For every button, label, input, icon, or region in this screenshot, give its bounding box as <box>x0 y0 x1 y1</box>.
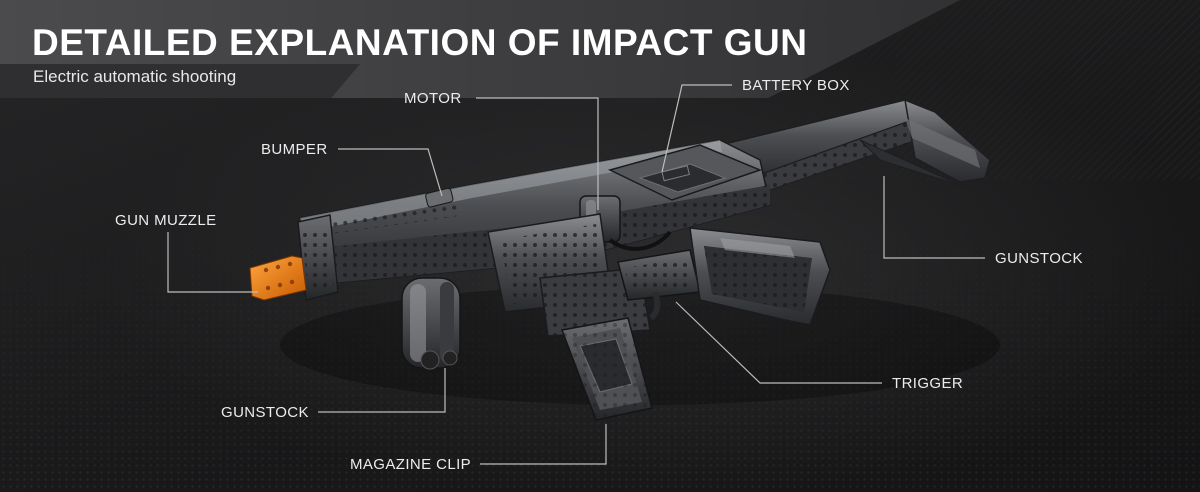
grip-part <box>689 227 831 326</box>
leader-trigger <box>675 301 882 384</box>
leader-gunstock-front <box>318 368 446 413</box>
rear-gunstock-part <box>698 98 991 197</box>
bumper-part <box>425 187 454 208</box>
battery-box-part <box>607 144 763 201</box>
label-gunstock-front: GUNSTOCK <box>221 404 309 421</box>
leader-gunstock-rear <box>883 176 985 259</box>
front-gunstock-part <box>401 277 461 370</box>
leader-gun-muzzle <box>167 232 258 293</box>
label-magazine-clip: MAGAZINE CLIP <box>350 456 472 473</box>
label-trigger: TRIGGER <box>892 375 964 392</box>
label-gunstock-rear: GUNSTOCK <box>995 250 1083 267</box>
label-battery-box: BATTERY BOX <box>742 77 850 94</box>
label-gun-muzzle: GUN MUZZLE <box>115 212 217 229</box>
label-bumper: BUMPER <box>261 141 328 158</box>
leader-bumper <box>338 148 443 197</box>
page-title: DETAILED EXPLANATION OF IMPACT GUN <box>32 22 808 63</box>
page-subtitle: Electric automatic shooting <box>33 67 237 86</box>
leader-magazine-clip <box>480 424 607 465</box>
label-motor: MOTOR <box>404 90 462 107</box>
subtitle-strip <box>0 64 360 98</box>
muzzle-part <box>249 214 339 301</box>
leader-motor <box>476 97 599 210</box>
lower-frame <box>487 213 651 337</box>
magazine-clip-part <box>560 317 653 421</box>
trigger-part <box>617 249 701 321</box>
leader-battery-box <box>661 84 732 173</box>
